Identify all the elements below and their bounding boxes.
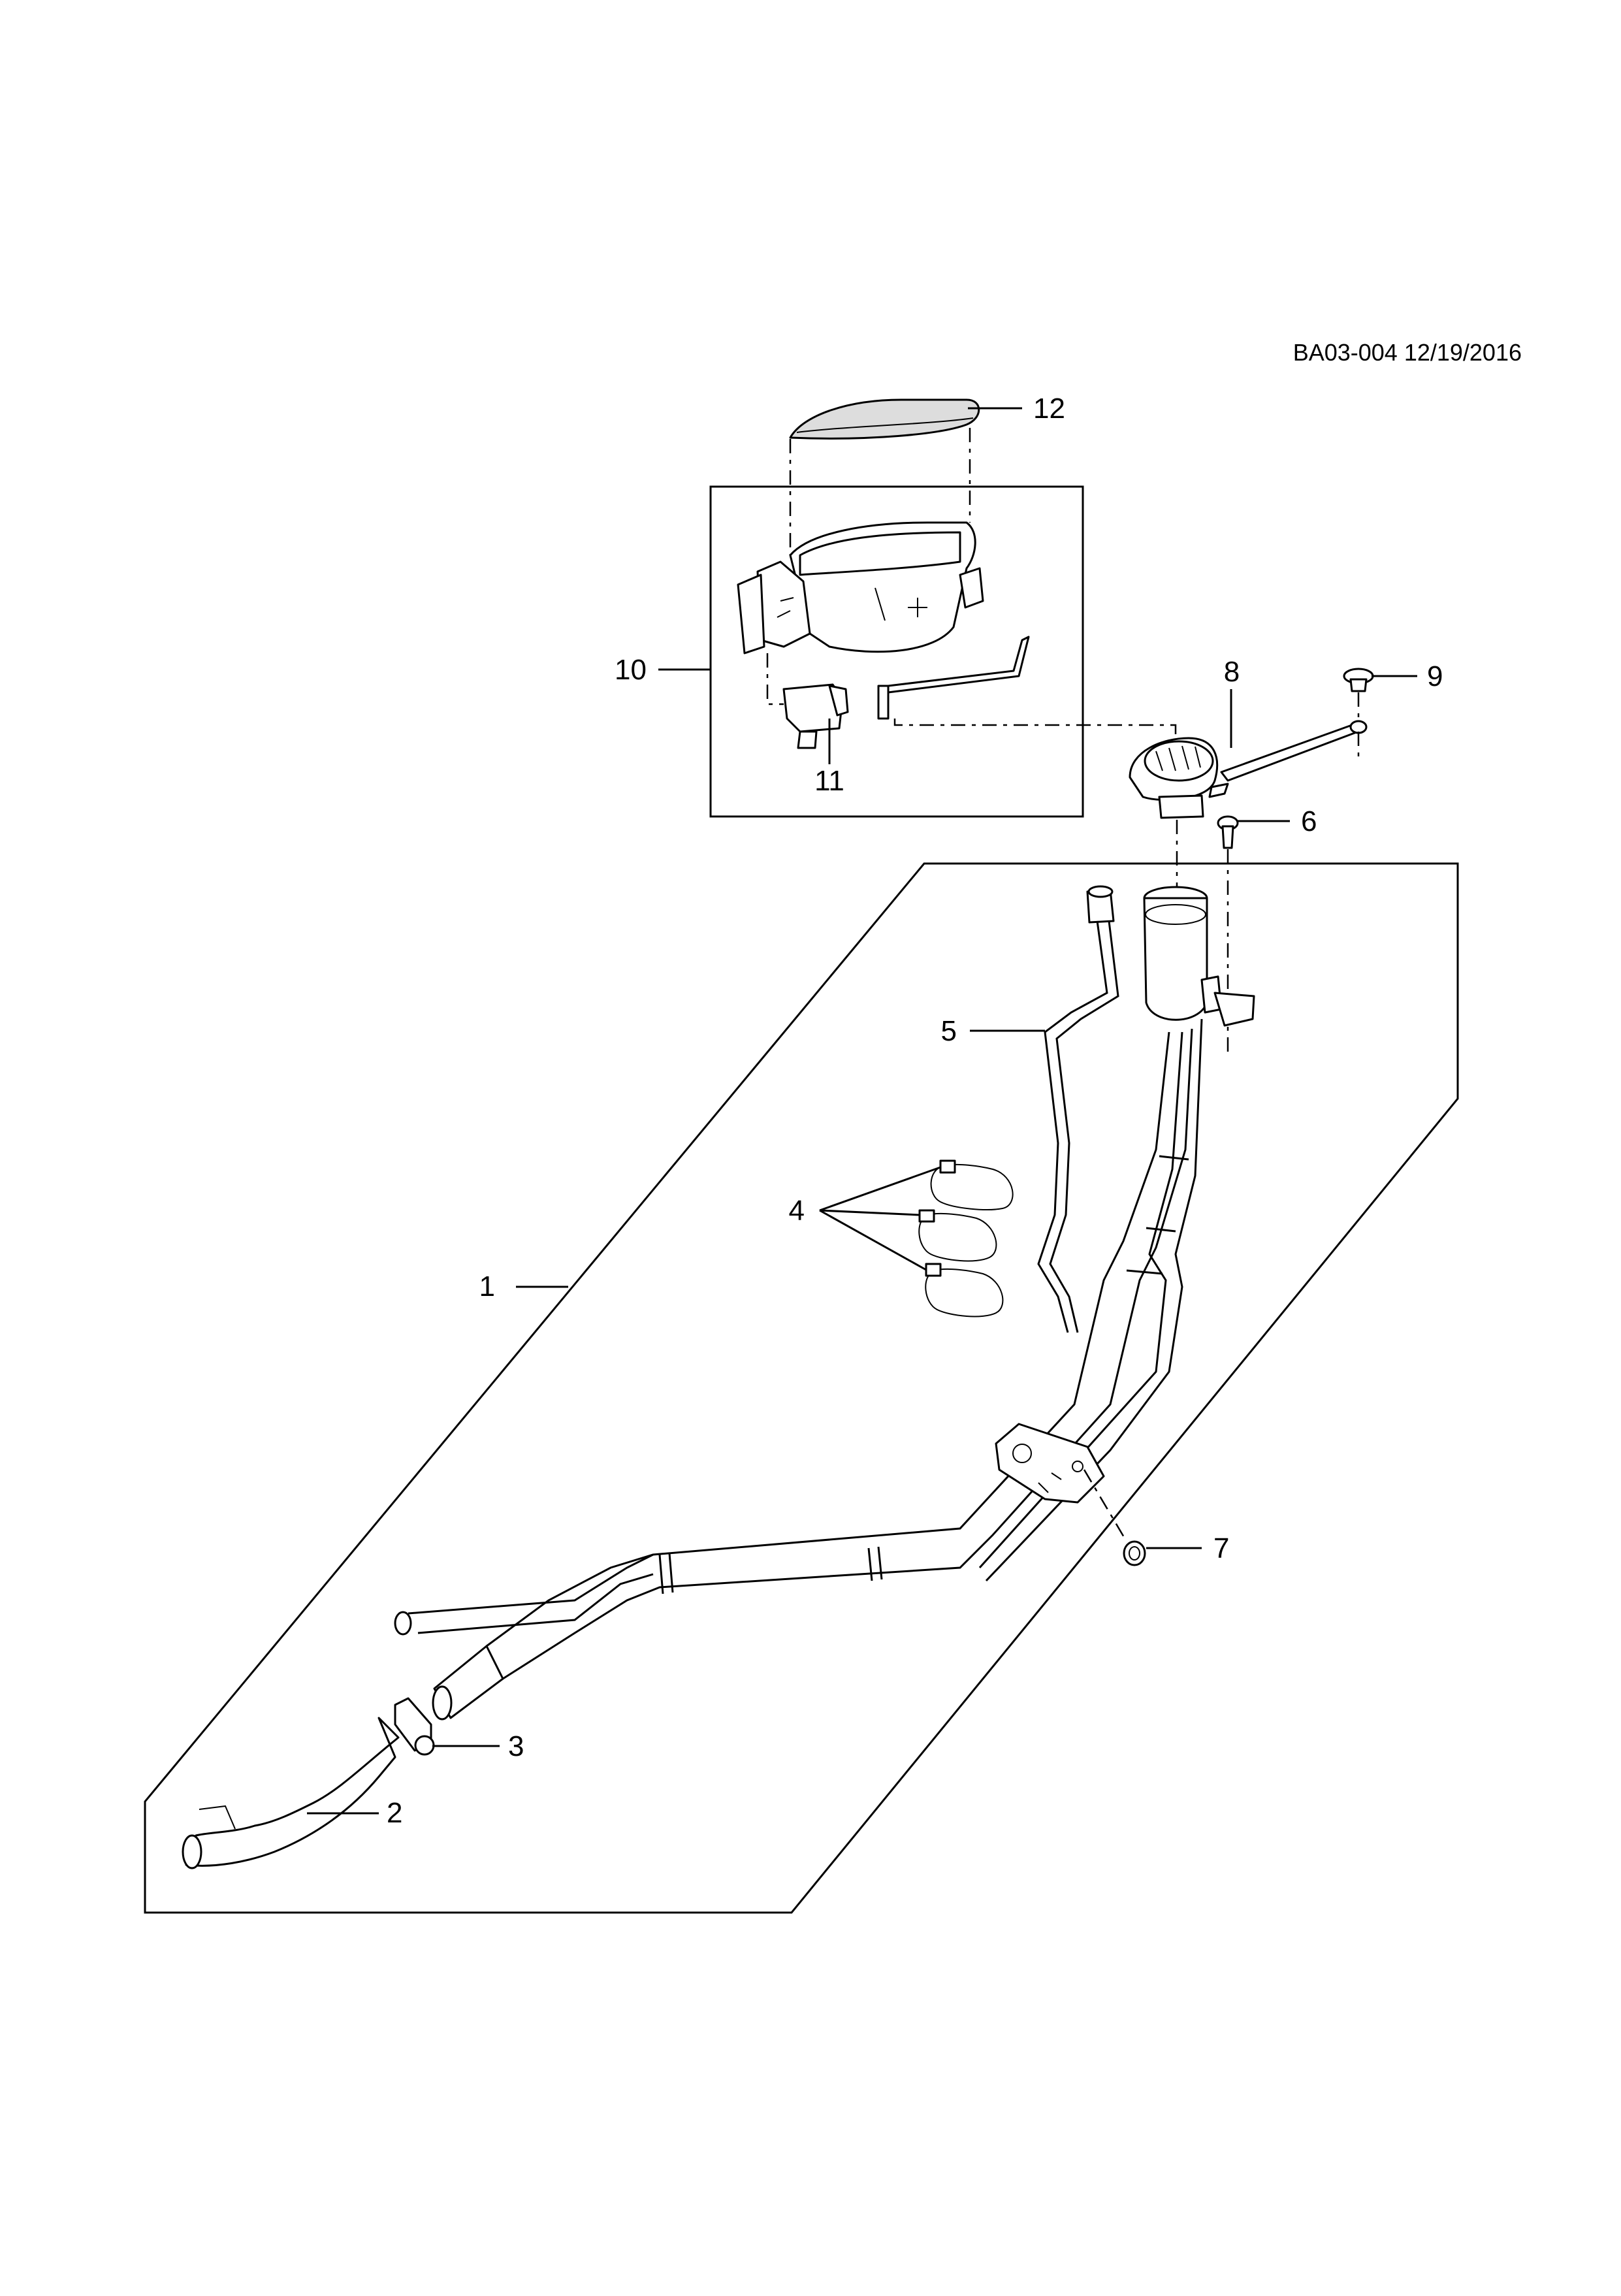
filler-hose — [182, 1717, 400, 1869]
filler-pipe — [394, 1018, 1203, 1680]
diagram-reference: BA03-004 12/19/2016 — [1293, 339, 1522, 366]
bolt-part-6 — [1217, 815, 1239, 849]
fuel-door-assembly-frame — [709, 485, 1084, 818]
retaining-loops — [918, 1159, 1014, 1318]
callout-12: 12 — [1033, 393, 1065, 425]
filler-pipe-assembly-outline — [144, 862, 1459, 1914]
leader-4c — [819, 1209, 927, 1271]
fuel-door-housing — [737, 521, 984, 655]
nut-7-guide — [1083, 1469, 1128, 1542]
nut-part-7 — [1123, 1540, 1146, 1566]
screw-part-9 — [1343, 668, 1374, 692]
callout-4: 4 — [789, 1195, 805, 1227]
leader-4a — [819, 1166, 941, 1212]
actuator-guide — [766, 653, 784, 705]
lower-pipe-end — [432, 1645, 504, 1721]
callout-7: 7 — [1213, 1532, 1229, 1564]
callout-9: 9 — [1427, 660, 1443, 692]
callout-10: 10 — [615, 654, 647, 686]
callout-3: 3 — [508, 1730, 524, 1762]
rod-to-cap-guide — [893, 719, 1177, 741]
callout-6: 6 — [1301, 805, 1317, 837]
callout-2: 2 — [387, 1797, 402, 1829]
fuel-cap-tether — [1220, 720, 1368, 782]
fuel-door-cover — [789, 398, 980, 440]
fuel-cap — [1129, 737, 1229, 819]
hose-clamp — [394, 1697, 435, 1756]
callout-11: 11 — [814, 765, 844, 797]
pipe-mounting-bracket — [995, 1423, 1105, 1504]
callout-8: 8 — [1224, 656, 1240, 688]
callout-1: 1 — [479, 1270, 495, 1302]
fuel-door-actuator — [782, 683, 849, 749]
leader-4b — [819, 1209, 920, 1216]
callout-5: 5 — [941, 1015, 957, 1047]
filler-neck — [1143, 886, 1255, 1027]
vent-tube — [1037, 885, 1119, 1333]
fuel-door-hinge-arm — [877, 636, 1030, 720]
